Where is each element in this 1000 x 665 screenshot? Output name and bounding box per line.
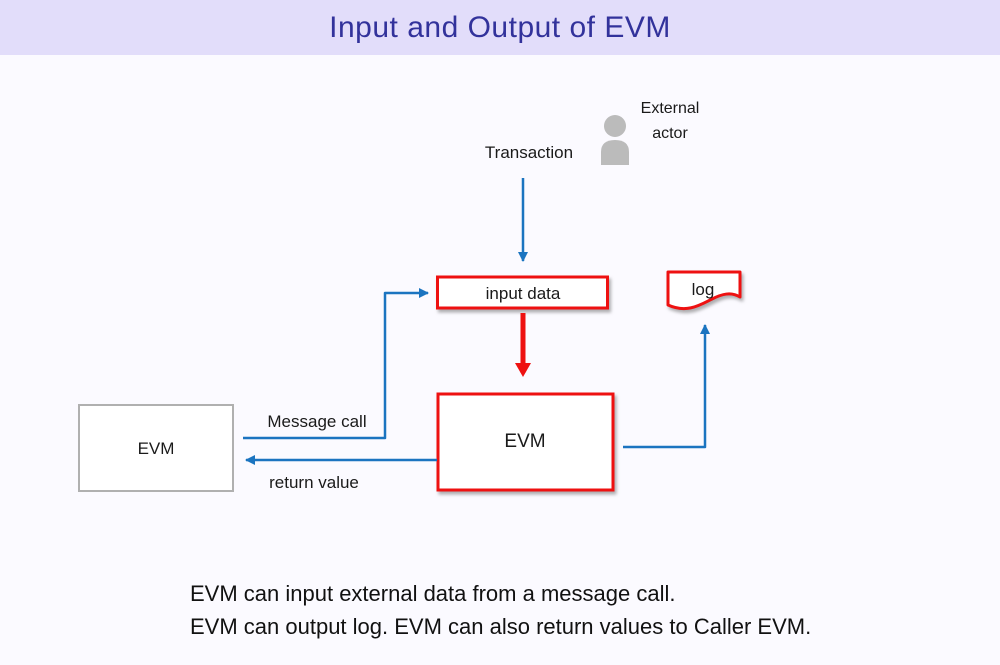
person-icon bbox=[601, 115, 629, 165]
caption: EVM can input external data from a messa… bbox=[190, 577, 950, 643]
log-shape: log bbox=[666, 270, 742, 310]
evm-box: EVM bbox=[436, 392, 615, 492]
evm-to-log-arrow bbox=[623, 324, 710, 449]
caption-line-1: EVM can input external data from a messa… bbox=[190, 581, 676, 606]
transaction-label: Transaction bbox=[485, 143, 573, 162]
input-data-label: input data bbox=[486, 284, 561, 303]
caller-evm-label: EVM bbox=[138, 439, 175, 458]
message-call-label: Message call bbox=[267, 412, 366, 431]
caller-evm-box: EVM bbox=[78, 404, 234, 492]
return-value-label: return value bbox=[269, 473, 359, 492]
message-call-arrow bbox=[243, 288, 429, 440]
slide-header: Input and Output of EVM bbox=[0, 0, 1000, 55]
input-data-box: input data bbox=[436, 275, 609, 310]
caption-line-2: EVM can output log. EVM can also return … bbox=[190, 614, 812, 639]
evm-diagram: External actor Transaction input data EV… bbox=[78, 100, 742, 492]
external-actor-label-line2: actor bbox=[652, 125, 688, 142]
slide-title: Input and Output of EVM bbox=[329, 10, 671, 44]
log-label: log bbox=[692, 280, 715, 299]
external-actor-label-line1: External bbox=[641, 100, 700, 117]
evm-box-label: EVM bbox=[504, 431, 545, 452]
